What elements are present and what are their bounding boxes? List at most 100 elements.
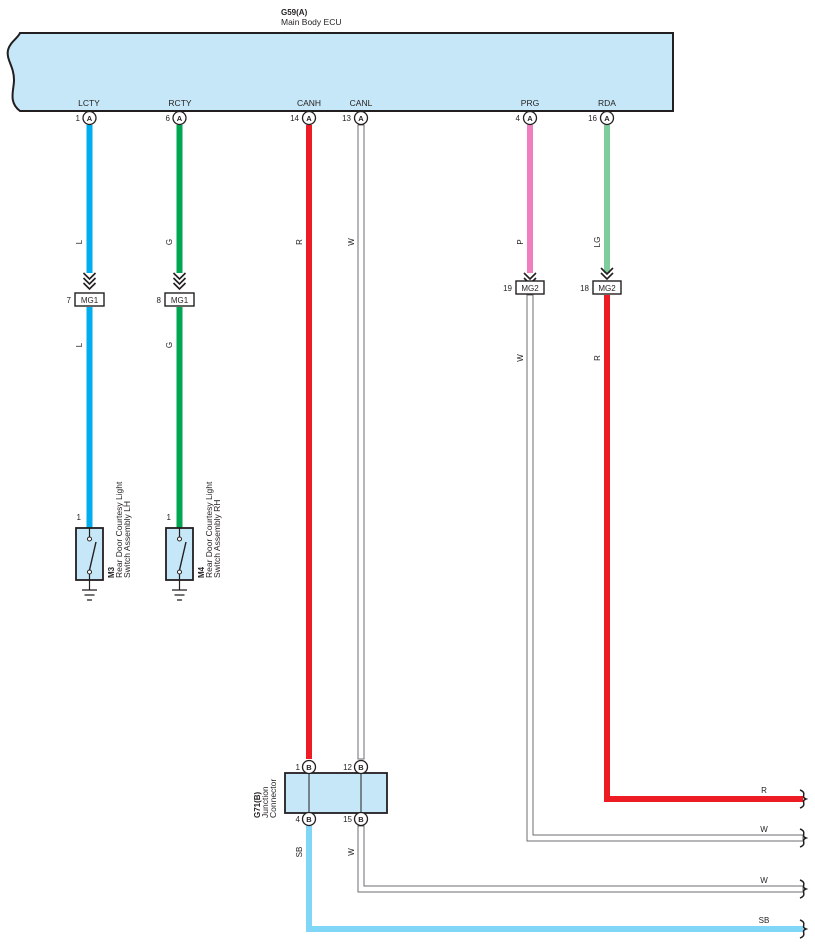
inline-connector-mg1-rcty: MG1 8	[157, 272, 195, 307]
svg-text:A: A	[358, 114, 364, 123]
wire-canh	[306, 125, 312, 759]
pin-label-canl: CANL	[350, 98, 373, 108]
svg-text:A: A	[604, 114, 610, 123]
wire-label-jc-out-4: SB	[295, 847, 304, 858]
chevron-down-icon	[600, 267, 614, 281]
jc-pin-15: 15 B	[343, 811, 369, 827]
svg-text:MG1: MG1	[81, 296, 99, 305]
wire-rcty-lower	[176, 307, 183, 528]
jc-pin-1: 1 B	[296, 759, 317, 775]
svg-text:12: 12	[343, 763, 352, 772]
svg-text:B: B	[306, 763, 312, 772]
wire-break-3	[799, 879, 809, 899]
switch-m3: 1 M3 Rear Door Courtesy Light Switch Ass…	[75, 481, 132, 601]
chevron-down-icon	[172, 272, 187, 291]
wire-label-rda-lower: R	[593, 355, 602, 361]
svg-text:4: 4	[516, 114, 521, 123]
svg-text:18: 18	[580, 284, 589, 293]
wire-label-rcty-lower: G	[165, 342, 174, 348]
ecu-pin-lcty: 1 A	[76, 110, 97, 126]
wire-label-out-3: W	[760, 876, 768, 885]
svg-text:A: A	[306, 114, 312, 123]
svg-text:Rear Door Courtesy Light: Rear Door Courtesy Light	[114, 481, 124, 578]
wire-label-out-4: SB	[759, 916, 770, 925]
ground-icon	[172, 589, 187, 601]
switch-m4: 1 M4 Rear Door Courtesy Light Switch Ass…	[165, 481, 222, 601]
ecu-name: Main Body ECU	[281, 17, 341, 27]
svg-text:7: 7	[67, 296, 72, 305]
jc-name-1: Junction	[260, 786, 270, 818]
pin-label-rcty: RCTY	[168, 98, 191, 108]
svg-text:16: 16	[588, 114, 597, 123]
svg-text:1: 1	[167, 513, 172, 522]
svg-text:14: 14	[290, 114, 299, 123]
svg-text:13: 13	[342, 114, 351, 123]
svg-text:Switch Assembly RH: Switch Assembly RH	[212, 500, 222, 578]
chevron-down-icon	[82, 272, 97, 291]
jc-name-2: Connector	[268, 779, 278, 818]
svg-text:1: 1	[76, 114, 81, 123]
ecu-pin-canl: 13 A	[342, 110, 369, 126]
wire-prg-upper	[527, 125, 533, 273]
wire-lcty-upper	[86, 125, 93, 273]
wire-lcty-lower	[86, 307, 93, 528]
svg-text:B: B	[358, 763, 364, 772]
pin-label-lcty: LCTY	[78, 98, 100, 108]
jc-pin-12: 12 B	[343, 759, 369, 775]
wire-rda-lower	[604, 295, 803, 802]
wire-label-prg-lower: W	[516, 354, 525, 362]
svg-text:MG1: MG1	[171, 296, 189, 305]
ecu-pin-canh: 14 A	[290, 110, 317, 126]
ecu-pin-rcty: 6 A	[166, 110, 187, 126]
svg-text:4: 4	[296, 815, 301, 824]
wire-label-jc-out-15: W	[347, 848, 356, 856]
svg-text:A: A	[177, 114, 183, 123]
wire-canl	[357, 124, 365, 760]
svg-text:Switch Assembly LH: Switch Assembly LH	[122, 501, 132, 578]
ecu-pin-rda: 16 A	[588, 110, 615, 126]
jc-pin-4: 4 B	[296, 811, 317, 827]
wire-label-prg-upper: P	[516, 239, 525, 244]
jc-code: G71(B)	[253, 791, 262, 818]
wire-jc-4	[306, 826, 803, 932]
wire-label-rda-upper: LG	[593, 237, 602, 248]
wire-break-2	[799, 828, 809, 848]
wire-label-canh: R	[295, 239, 304, 245]
inline-connector-mg1-lcty: MG1 7	[67, 272, 105, 307]
wire-rda-upper	[604, 125, 610, 273]
wire-label-lcty-lower: L	[75, 342, 84, 347]
wire-break-1	[799, 789, 809, 809]
pin-label-canh: CANH	[297, 98, 321, 108]
pin-label-prg: PRG	[521, 98, 539, 108]
svg-text:B: B	[306, 815, 312, 824]
svg-text:MG2: MG2	[521, 284, 539, 293]
wire-label-lcty-upper: L	[75, 239, 84, 244]
svg-text:A: A	[527, 114, 533, 123]
svg-text:A: A	[87, 114, 93, 123]
ground-icon	[82, 589, 97, 601]
svg-text:Rear Door Courtesy Light: Rear Door Courtesy Light	[204, 481, 214, 578]
svg-text:M4: M4	[197, 566, 206, 578]
pin-label-rda: RDA	[598, 98, 616, 108]
svg-text:MG2: MG2	[598, 284, 616, 293]
wire-prg-lower	[526, 294, 804, 842]
svg-text:M3: M3	[107, 566, 116, 578]
wire-rcty-upper	[176, 125, 183, 273]
wire-label-out-1: R	[761, 786, 767, 795]
svg-text:15: 15	[343, 815, 352, 824]
wire-label-out-2: W	[760, 825, 768, 834]
junction-connector-g71: 1 B 12 B 4 B 15 B G71(B) Junction Connec…	[253, 759, 388, 827]
svg-text:19: 19	[503, 284, 512, 293]
svg-text:B: B	[358, 815, 364, 824]
svg-text:8: 8	[157, 296, 162, 305]
ecu-pin-prg: 4 A	[516, 110, 538, 126]
wire-break-4	[799, 919, 809, 939]
svg-text:1: 1	[77, 513, 82, 522]
ecu-code: G59(A)	[281, 8, 308, 17]
wire-label-canl: W	[347, 238, 356, 246]
svg-text:6: 6	[166, 114, 171, 123]
wire-label-rcty-upper: G	[165, 239, 174, 245]
inline-connector-mg2-rda: MG2 18	[580, 267, 622, 295]
ecu-box	[6, 32, 674, 112]
